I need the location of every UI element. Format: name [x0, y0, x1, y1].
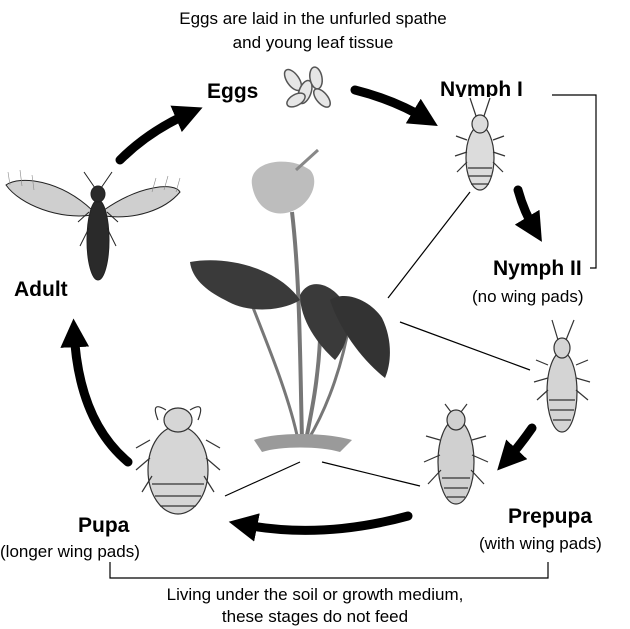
prepupa-note: (with wing pads) — [479, 534, 602, 554]
nymph-icon — [534, 320, 590, 432]
cycle-arrow-icon — [240, 516, 408, 530]
top-caption-line1: Eggs are laid in the unfurled spathe — [113, 8, 513, 30]
eggs-icon — [281, 66, 333, 110]
pupa-label: Pupa — [78, 514, 129, 538]
cycle-arrow-icon — [505, 428, 532, 462]
eggs-label: Eggs — [207, 80, 258, 104]
nymph1-plant-line — [388, 192, 470, 298]
pupa-plant-line — [225, 462, 300, 496]
prepupa-icon — [424, 404, 488, 504]
nymph2-note: (no wing pads) — [472, 287, 584, 307]
prepupa-label: Prepupa — [508, 505, 592, 529]
cycle-arrow-icon — [74, 330, 128, 462]
nymph1-label: Nymph I — [440, 76, 523, 97]
bottom-caption-line1: Living under the soil or growth medium, — [115, 584, 515, 606]
nymph-bracket-line — [552, 95, 596, 268]
cycle-arrow-icon — [518, 190, 536, 232]
cycle-arrow-icon — [355, 90, 428, 120]
top-caption-line2: and young leaf tissue — [113, 32, 513, 54]
pupa-note: (longer wing pads) — [0, 542, 140, 562]
prepupa-plant-line — [322, 462, 420, 486]
soil-bracket-line — [110, 562, 548, 578]
adult-thrips-icon — [6, 170, 180, 280]
adult-label: Adult — [14, 278, 68, 302]
nymph2-label: Nymph II — [493, 257, 582, 281]
pupa-icon — [136, 407, 220, 514]
nymph-icon — [455, 98, 505, 190]
cycle-arrow-icon — [120, 112, 192, 160]
anthurium-plant-icon — [190, 150, 390, 452]
nymph2-plant-line — [400, 322, 530, 370]
bottom-caption-line2: these stages do not feed — [115, 606, 515, 628]
